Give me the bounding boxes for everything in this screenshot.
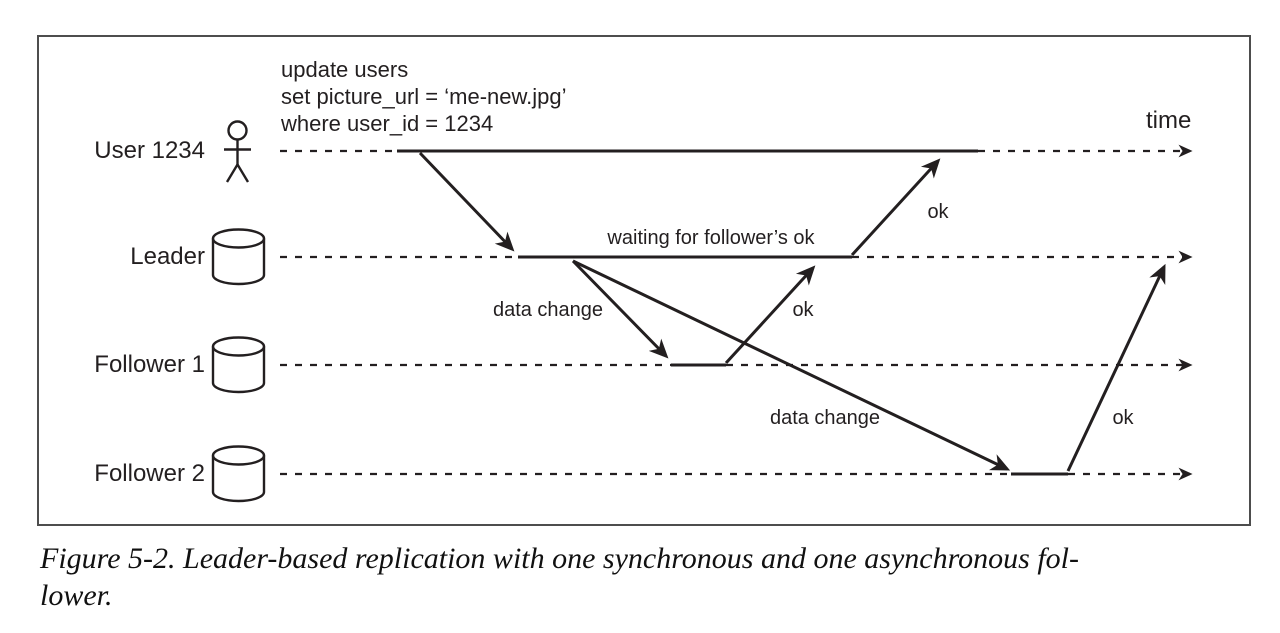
arrow-ok-follower-2 — [1066, 263, 1166, 472]
figure-caption-line-2: lower. — [40, 579, 113, 612]
database-icon — [211, 445, 266, 503]
waiting-note: waiting for follower’s ok — [607, 227, 815, 249]
actor-label-user: User 1234 — [94, 137, 205, 164]
database-icon — [211, 228, 266, 286]
query-line-3: where user_id = 1234 — [281, 111, 494, 136]
arrow-write-request — [418, 151, 515, 252]
actor-label-follower-2: Follower 2 — [94, 460, 205, 487]
person-icon — [224, 120, 251, 183]
database-icon — [211, 336, 266, 394]
ok-label-follower-1: ok — [792, 299, 814, 321]
query-text: update users set picture_url = ‘me-new.j… — [281, 56, 567, 137]
timelines — [280, 144, 1193, 481]
actor-label-leader: Leader — [130, 243, 205, 270]
query-line-1: update users — [281, 57, 409, 82]
figure-caption-line-1: Figure 5-2. Leader-based replication wit… — [40, 542, 1079, 575]
data-change-label-1: data change — [492, 299, 604, 321]
query-line-2: set picture_url = ‘me-new.jpg’ — [281, 84, 567, 109]
time-axis-label: time — [1146, 107, 1192, 134]
message-arrows — [418, 151, 1166, 472]
ok-label-user: ok — [927, 201, 949, 223]
ok-label-follower-2: ok — [1112, 407, 1134, 429]
arrow-ok-follower-1 — [724, 265, 816, 365]
diagram-frame — [37, 35, 1251, 526]
arrow-ok-to-user — [850, 158, 941, 257]
arrow-data-change-follower-2 — [572, 259, 1011, 471]
arrow-data-change-follower-1 — [571, 259, 669, 359]
actor-label-follower-1: Follower 1 — [94, 351, 205, 378]
data-change-label-2: data change — [769, 407, 881, 429]
